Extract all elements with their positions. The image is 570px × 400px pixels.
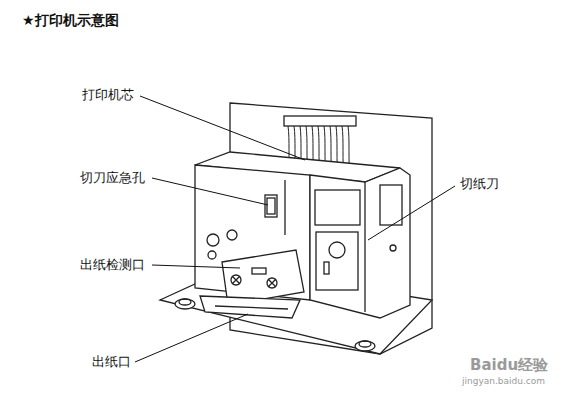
diagram-title: ★打印机示意图 bbox=[22, 12, 119, 29]
part-label: 出纸检测口 bbox=[80, 257, 145, 273]
watermark: Baidu经验 bbox=[470, 356, 548, 374]
part-label: 切刀应急孔 bbox=[80, 170, 145, 186]
watermark: jingyan.baidu.com bbox=[462, 376, 545, 387]
part-label: 出纸口 bbox=[92, 354, 131, 370]
part-label: 打印机芯 bbox=[82, 87, 134, 103]
part-label: 切纸刀 bbox=[460, 176, 499, 192]
